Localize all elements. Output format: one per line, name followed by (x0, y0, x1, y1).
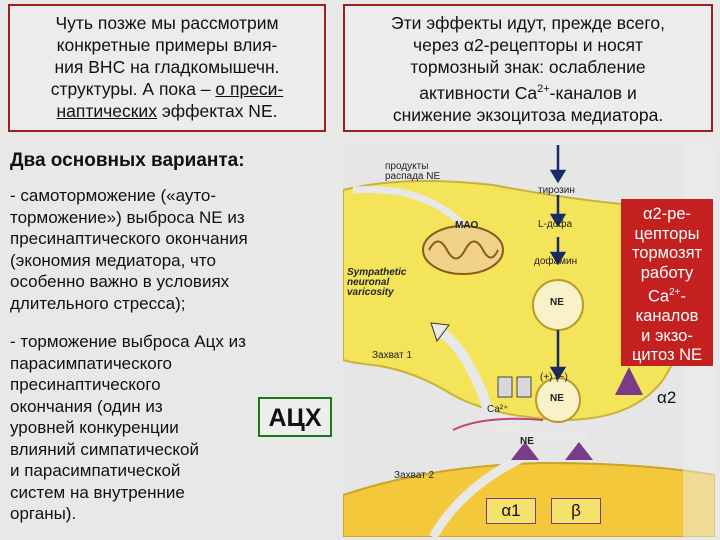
ldopa-label: L-дофа (538, 219, 572, 230)
effects-box: Эти эффекты идут, прежде всего, через α2… (343, 4, 713, 132)
ne-vesicle-label: NE (550, 297, 564, 308)
intro-line: конкретные примеры влия- (16, 34, 318, 56)
variant-1: - самоторможение («ауто-торможение») выб… (10, 185, 330, 314)
intro-line: ния ВНС на гладкомышечн. (16, 56, 318, 78)
presynaptic-underline: о преси- (215, 79, 283, 99)
effects-line: через α2-рецепторы и носят (351, 34, 705, 56)
beta-box: β (551, 498, 601, 524)
mao-label: MAO (455, 220, 478, 231)
alpha2-label: α2 (657, 388, 676, 408)
tyrosine-label: тирозин (538, 185, 575, 196)
effects-line: активности Ca2+-каналов и (351, 78, 705, 104)
ca-channel (517, 377, 531, 397)
intro-line: структуры. А пока – о преси- (16, 78, 318, 100)
ne-label: NE (520, 436, 534, 447)
ne-cleft-label: NE (550, 393, 564, 404)
intro-box: Чуть позже мы рассмотрим конкретные прим… (8, 4, 326, 132)
acetylcholine-box: АЦХ (258, 397, 332, 437)
ca-label: Ca²⁺ (487, 404, 508, 415)
uptake1-label: Захват 1 (372, 350, 412, 361)
intro-line: Чуть позже мы рассмотрим (16, 12, 318, 34)
dopamine-label: дофамин (534, 256, 577, 267)
effects-line: тормозный знак: ослабление (351, 56, 705, 78)
mitochondrion (423, 226, 503, 274)
alpha1-box: α1 (486, 498, 536, 524)
alpha2-note: α2-ре- цепторы тормозят работу Ca2+- кан… (621, 199, 713, 366)
effects-line: снижение экзоцитоза медиатора. (351, 104, 705, 126)
section-title: Два основных варианта: (10, 150, 245, 172)
intro-line: наптических эффектах NE. (16, 100, 318, 122)
presynaptic-underline: наптических (57, 101, 157, 121)
uptake2-label: Захват 2 (394, 470, 434, 481)
ca-channel (498, 377, 512, 397)
plus-minus-label: (+) (−) (540, 372, 568, 383)
effects-line: Эти эффекты идут, прежде всего, (351, 12, 705, 34)
